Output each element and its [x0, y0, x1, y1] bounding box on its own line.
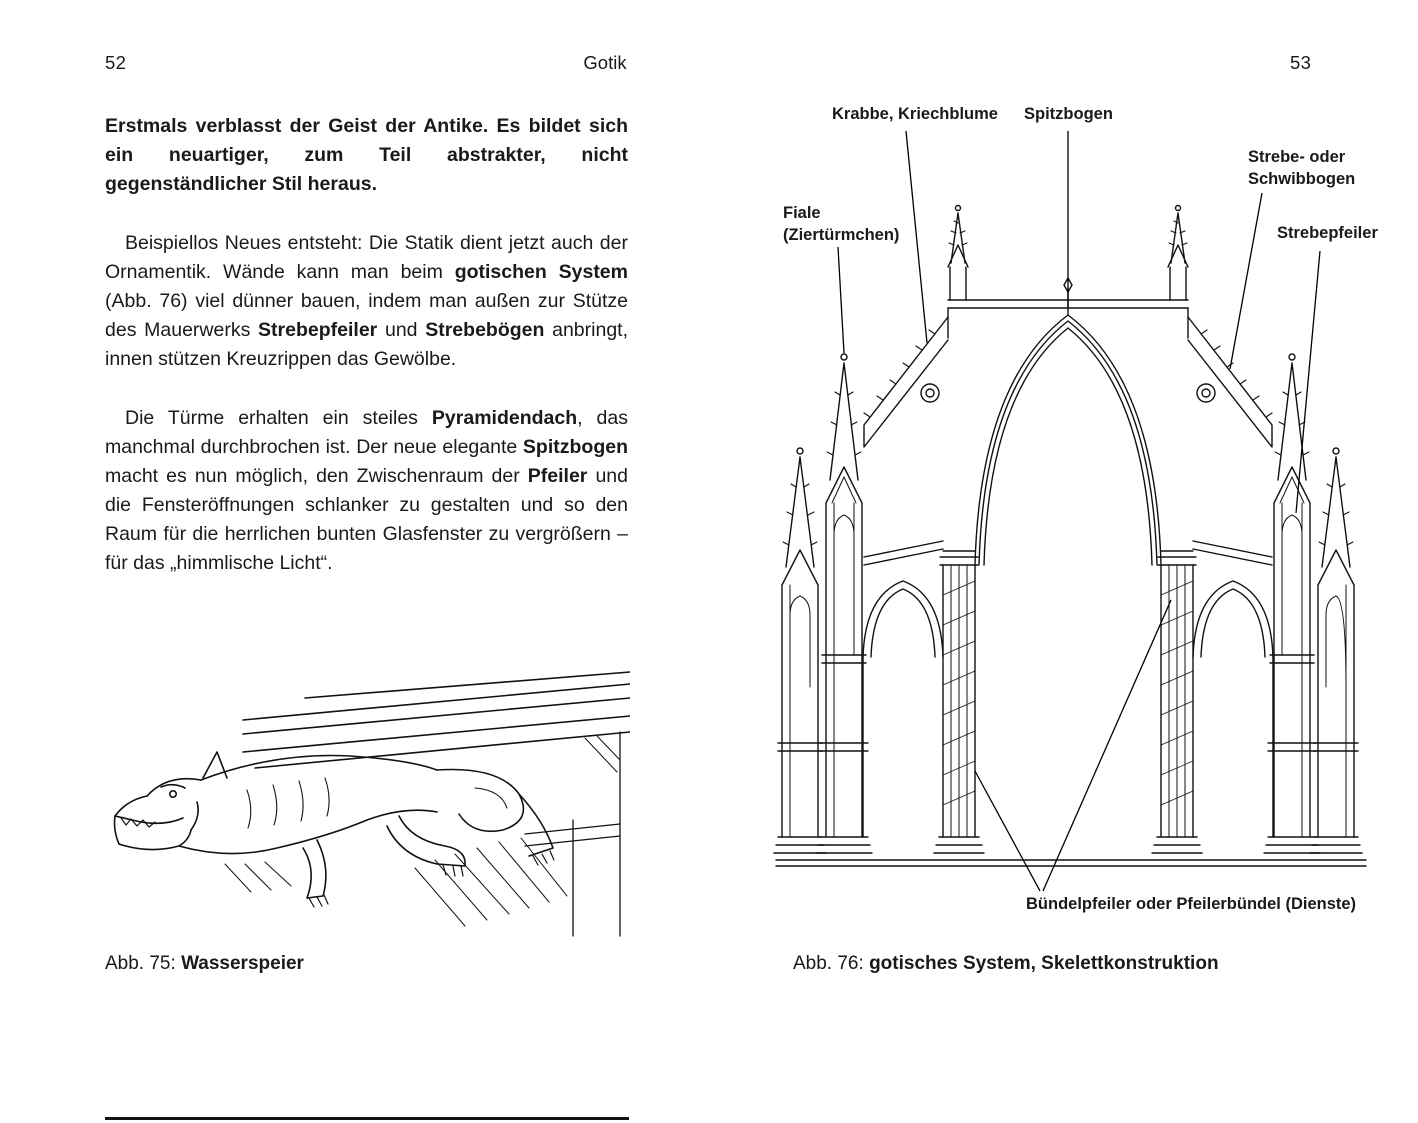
label-fiale: Fiale (Ziertürmchen)	[783, 202, 899, 246]
caption-title: gotisches System, Skelettkonstruktion	[869, 953, 1219, 974]
label-buendelpfeiler: Bündelpfeiler oder Pfeilerbündel (Dienst…	[1026, 895, 1357, 913]
page-bottom-rule	[105, 1117, 629, 1120]
label-leader-lines	[837, 130, 1321, 892]
page-number-left: 52	[105, 52, 127, 73]
wall-cornice	[947, 299, 1189, 339]
buendelpfeiler-left	[933, 550, 985, 854]
leader-fiale	[837, 246, 845, 354]
paragraph-statik: Beispiellos Neues entsteht: Die Statik d…	[105, 232, 628, 370]
wall-corner	[414, 731, 621, 937]
label-line-2: (Ziertürmchen)	[783, 226, 900, 244]
gargoyle-illustration	[113, 671, 630, 937]
caption-title: Wasserspeier	[181, 953, 304, 974]
strebepfeiler-left	[773, 353, 873, 854]
label-line-1: Strebe- oder	[1248, 148, 1346, 166]
page-number-right: 53	[1290, 52, 1312, 73]
clerestory-pinnacle-left	[947, 204, 969, 301]
leader-krabbe	[905, 130, 928, 344]
paragraph-intro: Erstmals verblasst der Geist der Antike.…	[105, 115, 628, 195]
caption-abb-76: Abb. 76: gotisches System, Skelettkonstr…	[793, 953, 1219, 975]
strebepfeiler-right	[1263, 353, 1363, 854]
caption-prefix: Abb. 76:	[793, 953, 870, 974]
gothic-system-diagram	[773, 130, 1367, 892]
running-head: Gotik	[583, 52, 627, 73]
label-spitzbogen: Spitzbogen	[1024, 105, 1113, 123]
leader-strebepfeiler	[1295, 250, 1321, 514]
aisle-roof-lines	[863, 540, 1273, 566]
figure-gotisches-system	[762, 95, 1382, 920]
leader-buendelpfeiler-1	[974, 770, 1041, 892]
caption-prefix: Abb. 75:	[105, 953, 182, 974]
figure-wasserspeier	[105, 668, 630, 943]
paragraph-tuerme: Die Türme erhalten ein steiles Pyramiden…	[105, 407, 629, 574]
label-strebepfeiler: Strebepfeiler	[1277, 224, 1378, 242]
label-line-1: Fiale	[783, 204, 821, 222]
label-strebe-schwibbogen: Strebe- oder Schwibbogen	[1248, 146, 1355, 190]
gargoyle-body	[113, 751, 555, 908]
caption-abb-75: Abb. 75: Wasserspeier	[105, 953, 304, 975]
aisle-arch-left	[862, 580, 944, 838]
label-krabbe-kriechblume: Krabbe, Kriechblume	[832, 105, 998, 123]
spitzbogen-arch	[974, 277, 1162, 566]
left-text-column: Erstmals verblasst der Geist der Antike.…	[105, 112, 628, 608]
strebebogen-right	[1187, 316, 1273, 448]
clerestory-pinnacle-right	[1167, 204, 1189, 301]
leader-buendelpfeiler-2	[1042, 599, 1172, 892]
leader-schwibbogen	[1229, 192, 1263, 370]
buendelpfeiler-right	[1151, 550, 1203, 854]
label-line-2: Schwibbogen	[1248, 170, 1356, 188]
aisle-arch-right	[1192, 580, 1274, 838]
strebebogen-left	[863, 316, 949, 448]
cornice-ledge	[242, 671, 630, 769]
ground-line	[775, 859, 1367, 867]
